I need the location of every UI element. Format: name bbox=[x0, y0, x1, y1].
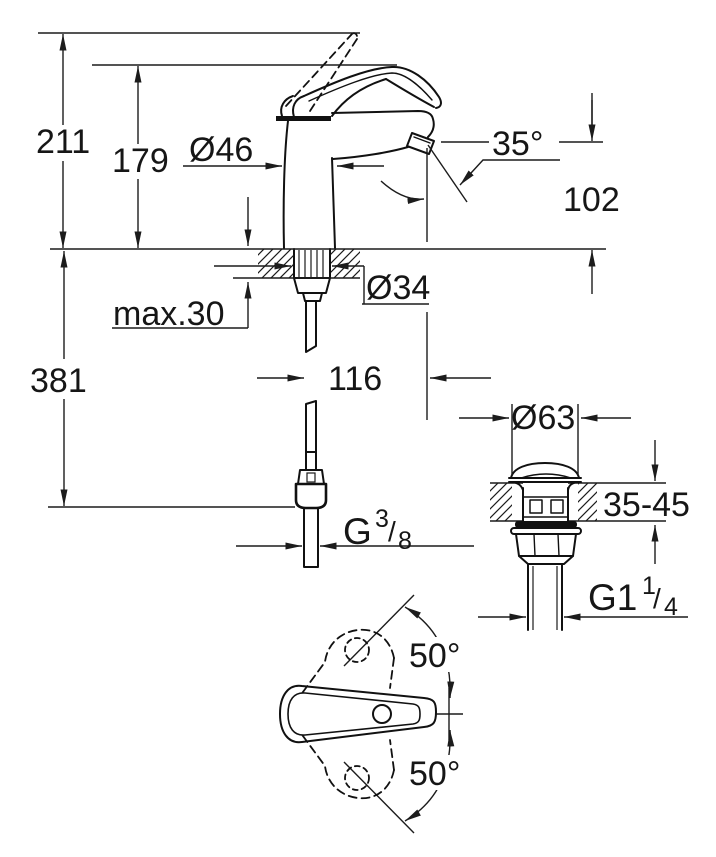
handle-pivot-circle bbox=[372, 704, 392, 724]
swing-upper-limit-line bbox=[343, 594, 415, 667]
dim-d34-label-bracket bbox=[362, 266, 429, 305]
handle-under-edge bbox=[385, 78, 435, 108]
dim-hole-diameter-label: Ø34 bbox=[366, 269, 430, 307]
raised-handle-dashed-tip bbox=[350, 32, 359, 40]
handle-rotated-down-dashed bbox=[299, 731, 395, 800]
body-right-edge bbox=[331, 157, 336, 249]
waste-tail-thread-lines bbox=[532, 566, 558, 630]
waste-nut-facets bbox=[533, 533, 560, 557]
handle-top-view bbox=[279, 594, 463, 834]
dim-35deg-arc bbox=[380, 180, 425, 205]
dim-35deg-leader bbox=[459, 159, 560, 186]
handle-base-collar bbox=[280, 95, 294, 117]
handle-front-face bbox=[292, 95, 305, 118]
dim-swing-lower-label: 50° bbox=[409, 755, 460, 793]
supply-thread-end bbox=[303, 507, 319, 568]
dim-body-height-label: 179 bbox=[112, 142, 169, 180]
waste-thread-numerator: 1 bbox=[642, 572, 656, 600]
supply-hose-upper bbox=[305, 300, 317, 353]
spray-direction-line bbox=[427, 144, 468, 203]
handle-rotated-up-dashed bbox=[299, 628, 395, 697]
waste-slot-frame bbox=[522, 496, 569, 518]
waste-cap-dome bbox=[510, 462, 580, 479]
dim-aerator-angle-label: 35° bbox=[492, 125, 543, 163]
waste-slot-left bbox=[529, 499, 543, 514]
handle-rotated-up-circle bbox=[344, 637, 370, 663]
spout-top-edge bbox=[331, 110, 435, 138]
locknut-step bbox=[302, 292, 323, 302]
raised-handle-dashed-edge-2 bbox=[309, 38, 358, 112]
waste-cap-inner-arc bbox=[520, 473, 572, 479]
locknut bbox=[293, 277, 331, 294]
supply-thread-slash: / bbox=[388, 516, 396, 547]
raised-handle-dashed-edge-1 bbox=[285, 34, 352, 107]
handle-plan-inner bbox=[287, 692, 421, 736]
check-valve-body bbox=[294, 482, 328, 510]
handle-rotated-down-dashed-2 bbox=[389, 739, 395, 771]
waste-thread-prefix: G1 bbox=[588, 577, 637, 618]
waste-slot-right bbox=[550, 499, 564, 514]
handle-rotated-up-dashed-2 bbox=[389, 657, 395, 689]
shank-fill bbox=[294, 249, 330, 278]
handle-inner-line bbox=[308, 72, 433, 102]
label-bg-50-upper bbox=[407, 637, 471, 672]
waste-tail-pipe bbox=[527, 563, 563, 631]
waste-neck-curves bbox=[512, 481, 578, 491]
counter-hatch-left bbox=[258, 249, 293, 278]
waste-counter-cross-section bbox=[490, 483, 597, 521]
aerator-inner-line bbox=[413, 136, 431, 144]
swing-lower-limit-line bbox=[343, 761, 415, 834]
handle-plan-outline bbox=[279, 684, 437, 744]
waste-thread-denominator: 4 bbox=[664, 593, 678, 621]
handle-loop-edge bbox=[331, 78, 387, 117]
dim-swing-upper-label: 50° bbox=[409, 637, 460, 675]
waste-seal-washer bbox=[515, 521, 577, 528]
label-bg-50-lower bbox=[407, 755, 471, 790]
shank-thread-lines bbox=[298, 250, 324, 277]
waste-hex-nut bbox=[515, 533, 577, 557]
dim-body-diameter-label: Ø46 bbox=[189, 131, 253, 169]
dim-deck-max-label: max.30 bbox=[113, 295, 225, 333]
waste-hatch-right bbox=[578, 483, 597, 521]
dim-spout-projection-label: 116 bbox=[328, 360, 382, 398]
supply-thread-denominator: 8 bbox=[398, 527, 412, 555]
handle-fill bbox=[293, 66, 441, 117]
waste-assembly-view bbox=[490, 462, 666, 631]
dim-waste-thread-label: G1 1 / 4 bbox=[588, 572, 678, 621]
spout-underside bbox=[332, 146, 409, 160]
check-valve-detail bbox=[306, 472, 316, 483]
supply-thread-prefix: G bbox=[343, 511, 372, 552]
supply-hose-lower bbox=[305, 400, 317, 471]
dim-waste-deck-label: 35-45 bbox=[603, 486, 690, 524]
waste-body-sides bbox=[522, 487, 569, 522]
dimension-lines bbox=[38, 32, 688, 621]
dim-waste-cap-label: Ø63 bbox=[511, 399, 575, 437]
supply-thread-numerator: 3 bbox=[375, 505, 389, 533]
shank-sides bbox=[293, 248, 331, 279]
faucet-body-fill bbox=[284, 119, 335, 249]
waste-thread-slash: / bbox=[653, 583, 661, 614]
waste-cap-rim bbox=[508, 477, 582, 483]
dim-supply-thread-label: G 3 / 8 bbox=[343, 505, 412, 555]
dimension-labels: 211 179 Ø46 35° 102 max.30 Ø34 381 116 Ø… bbox=[30, 123, 690, 793]
spout-fill bbox=[332, 111, 433, 159]
dim-depth-below-label: 381 bbox=[30, 362, 87, 400]
handle-top-edge bbox=[303, 65, 442, 109]
handle-rotated-down-circle bbox=[344, 765, 370, 791]
dim-total-height-label: 211 bbox=[36, 123, 90, 161]
dim-spout-height-label: 102 bbox=[563, 181, 620, 219]
counter-hatch-right bbox=[331, 249, 360, 278]
ext-lines-waste-cap bbox=[511, 404, 579, 476]
waste-taper bbox=[518, 555, 574, 565]
body-left-edge bbox=[282, 120, 289, 249]
waste-hatch-left bbox=[490, 483, 512, 521]
